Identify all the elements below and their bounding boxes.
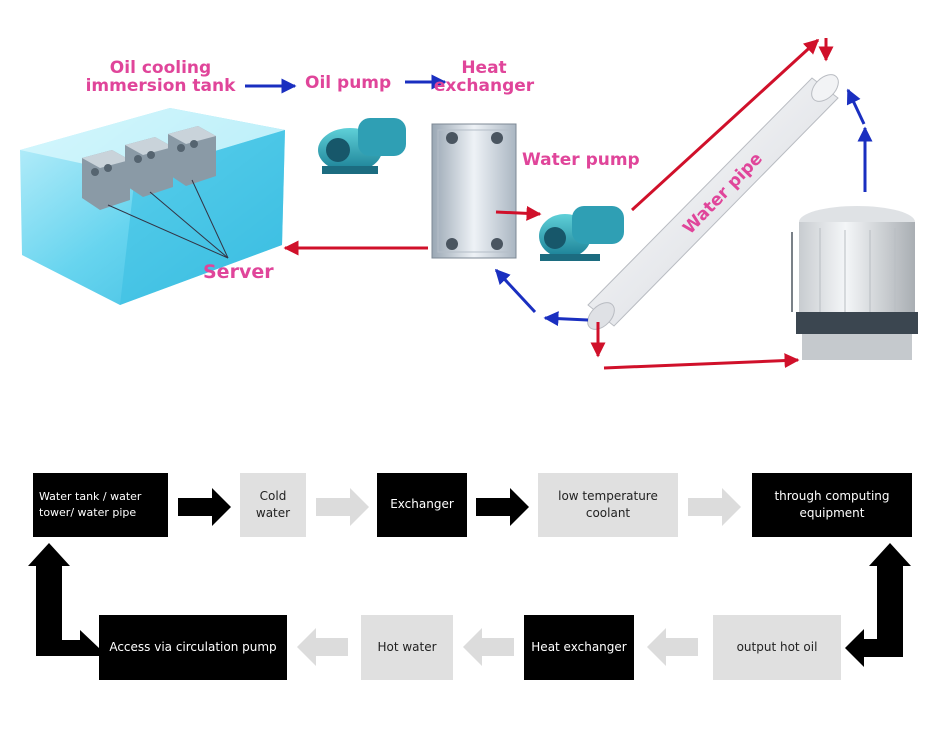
flow-box-hot-oil: output hot oil bbox=[713, 615, 841, 680]
row2-arrow-2 bbox=[463, 628, 514, 666]
tank-label: Oil cooling immersion tank bbox=[85, 58, 236, 96]
heat-exchanger-icon bbox=[431, 123, 517, 259]
water-pump-label: Water pump bbox=[522, 150, 640, 170]
flow-box-computing-equipment: through computing equipment bbox=[752, 473, 912, 537]
flow-box-exchanger: Exchanger bbox=[377, 473, 467, 537]
water-pipe-icon bbox=[587, 74, 839, 330]
heat-exchanger-label: Heat exchanger bbox=[433, 58, 535, 96]
arrow-pipe-to-left bbox=[543, 311, 589, 327]
oil-pump-label: Oil pump bbox=[305, 73, 392, 93]
row2-arrow-1 bbox=[297, 628, 348, 666]
immersion-tank-icon bbox=[20, 108, 285, 305]
flow-box-circulation-pump: Access via circulation pump bbox=[99, 615, 287, 680]
cooling-tower-icon bbox=[791, 206, 918, 360]
flow-box-heat-exchanger: Heat exchanger bbox=[524, 615, 634, 680]
row1-arrow-3 bbox=[476, 488, 529, 526]
flow-box-cold-water: Cold water bbox=[240, 473, 306, 537]
arrow-waterpump-to-top bbox=[630, 38, 820, 212]
oil-pump-icon bbox=[318, 118, 406, 174]
arrow-bottom-to-tower bbox=[603, 353, 800, 370]
left-connector-arrow bbox=[28, 543, 99, 656]
arrow-tower-up-diag bbox=[846, 88, 866, 125]
right-connector-arrow bbox=[845, 543, 911, 667]
flow-box-low-temp-coolant: low temperature coolant bbox=[538, 473, 678, 537]
arrow-exchanger-to-waterpump bbox=[495, 205, 542, 221]
row1-arrow-2 bbox=[316, 488, 369, 526]
server-label: Server bbox=[203, 261, 274, 283]
flow-arrows bbox=[245, 38, 873, 370]
row1-arrow-1 bbox=[178, 488, 231, 526]
water-pump-icon bbox=[539, 206, 624, 261]
cooling-system-illustration: Water pipe bbox=[20, 38, 918, 370]
flow-box-water-source: Water tank / water tower/ water pipe bbox=[33, 473, 168, 537]
flow-box-hot-water: Hot water bbox=[361, 615, 453, 680]
arrow-return-to-exchanger bbox=[494, 268, 537, 314]
row1-arrow-4 bbox=[688, 488, 741, 526]
row2-arrow-3 bbox=[647, 628, 698, 666]
